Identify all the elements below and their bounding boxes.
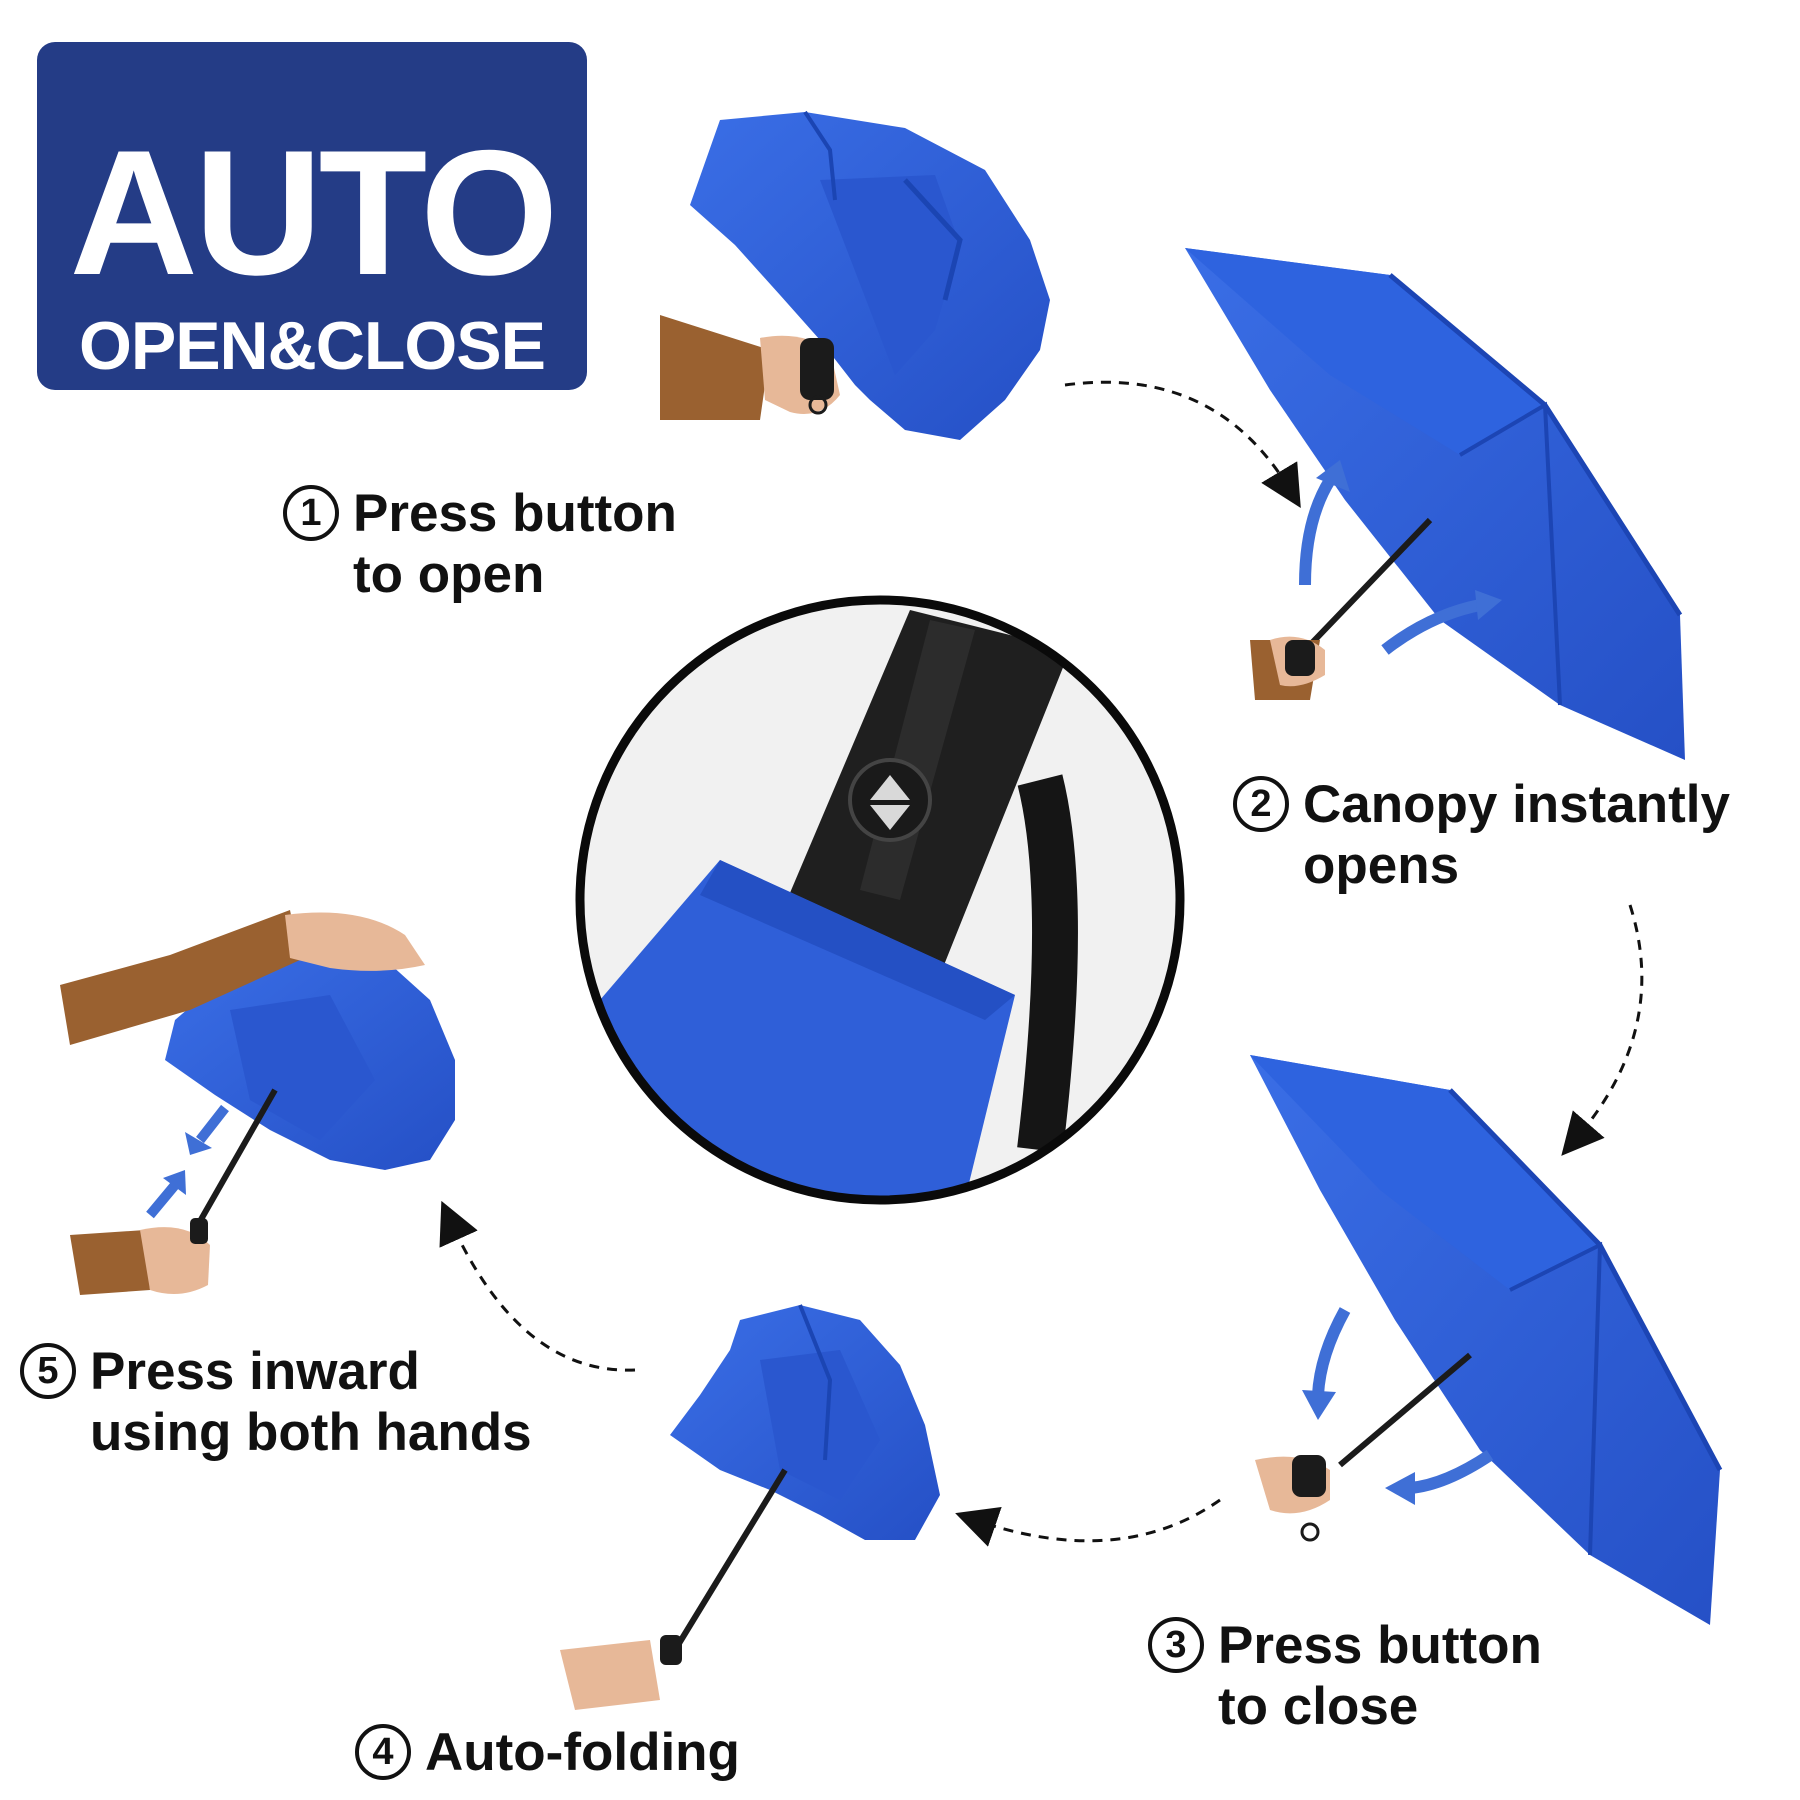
badge-subtitle: OPEN&CLOSE: [78, 308, 546, 384]
step4-folding-umbrella: [670, 1304, 940, 1652]
step-2-number: 2: [1233, 776, 1289, 832]
step-4-line-1: Auto-folding: [425, 1723, 740, 1782]
step1-hand: [660, 315, 840, 420]
step-3-number: 3: [1148, 1617, 1204, 1673]
step-3-line-1: Press button: [1218, 1616, 1542, 1675]
step-4-number: 4: [355, 1724, 411, 1780]
step-1-line-1: Press button: [353, 484, 677, 543]
step1-folded-umbrella: [690, 110, 1050, 440]
step2-hand: [1250, 636, 1325, 700]
flow-arrows: [439, 380, 1644, 1547]
step3-open-umbrella: [1250, 1055, 1723, 1625]
step5-folding-umbrella: [165, 950, 455, 1232]
step-3-line-2: to close: [1218, 1677, 1419, 1736]
step-2-line-2: opens: [1303, 836, 1460, 895]
step2-open-umbrella: [1185, 248, 1685, 760]
step5-motion-arrows: [146, 1104, 229, 1219]
step3-motion-arrows: [1302, 1307, 1494, 1505]
step-5-line-2: using both hands: [90, 1403, 532, 1462]
auto-open-close-badge: AUTO OPEN&CLOSE: [37, 42, 587, 390]
step5-hands: [60, 910, 425, 1295]
step2-motion-arrows: [1299, 460, 1502, 655]
handle-closeup: [575, 595, 1185, 1205]
badge-title: AUTO: [69, 113, 558, 312]
step-5-line-1: Press inward: [90, 1342, 420, 1401]
step-1-number: 1: [283, 485, 339, 541]
step4-hand: [560, 1635, 682, 1710]
step-5-number: 5: [20, 1343, 76, 1399]
step-2-line-1: Canopy instantly: [1303, 775, 1731, 834]
step-1-line-2: to open: [353, 545, 545, 604]
step3-hand: [1255, 1455, 1330, 1542]
